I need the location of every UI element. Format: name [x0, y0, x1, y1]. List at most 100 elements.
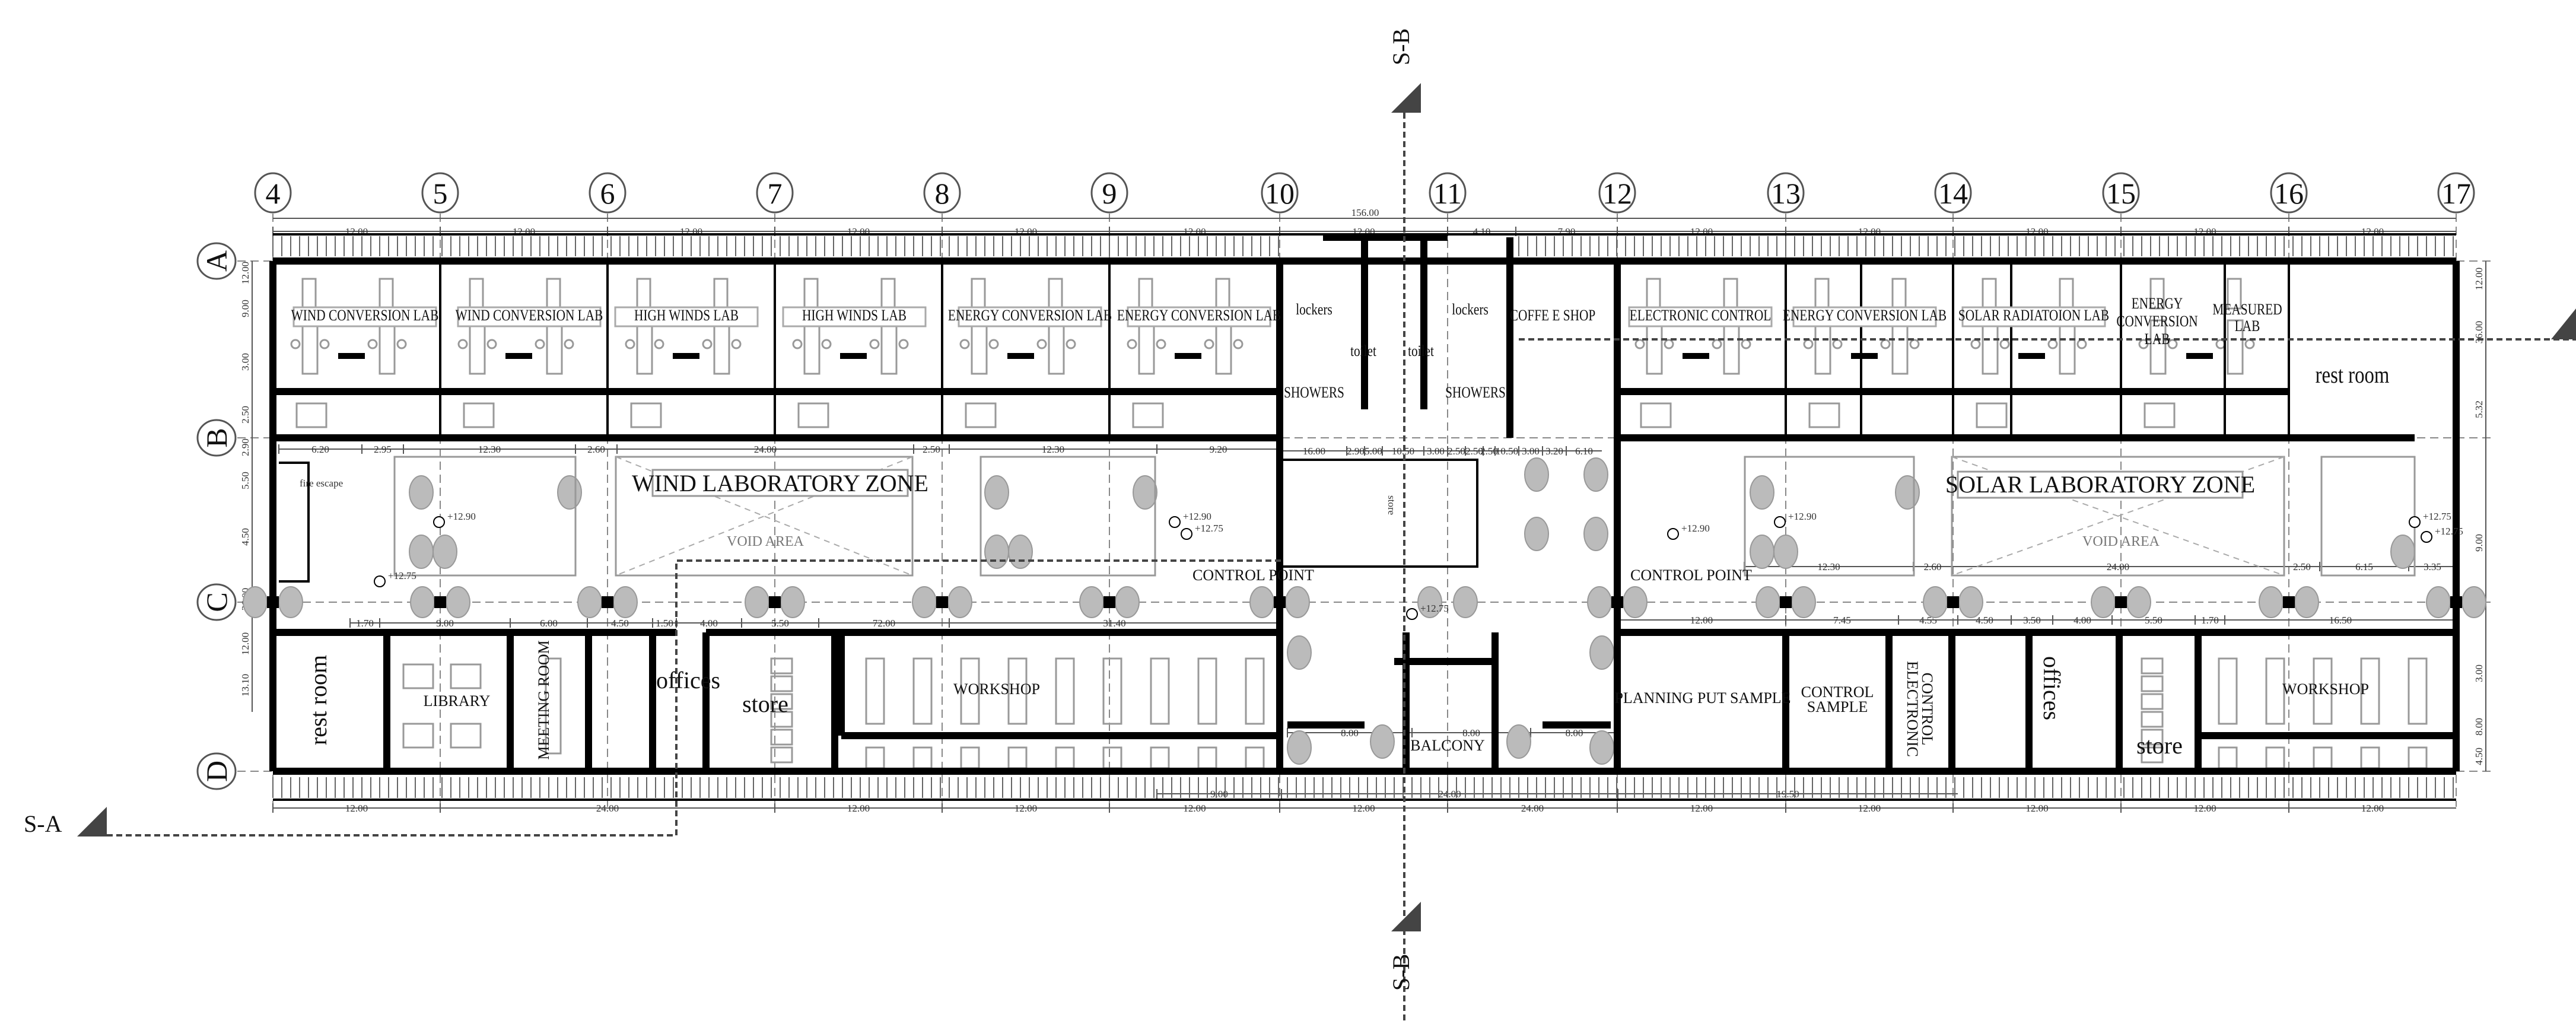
dimension-label: 10.50 — [1496, 446, 1518, 457]
dimension-label: 3.00 — [1522, 446, 1540, 457]
dimension-label: 12.00 — [1690, 226, 1713, 237]
room-label: ENERGY CONVERSION LAB — [1117, 307, 1281, 324]
dimension-label: 12.00 — [2025, 803, 2048, 814]
dimension-label: 12.00 — [2025, 226, 2048, 237]
dimension-label: 19.50 — [1776, 788, 1799, 800]
room-label: toilet — [1350, 343, 1376, 360]
level-label: +12.90 — [1788, 511, 1817, 522]
solar-laboratory-zone: SOLAR LABORATORY ZONE VOID AREA CONTROL … — [1386, 470, 2255, 584]
grid-bubble — [1429, 172, 1467, 214]
dimension-label: 4.10 — [1473, 226, 1491, 237]
dimension-label: 24.00 — [1438, 788, 1461, 800]
grid-column-label: 12 — [1602, 177, 1632, 210]
dimension-label: 2.50 — [1480, 446, 1498, 457]
dimension-label: 12.00 — [847, 803, 870, 814]
grid-bubble — [421, 172, 459, 214]
dimension-label: 24.00 — [754, 444, 777, 455]
dimension-label: 36.00 — [2473, 321, 2485, 343]
room-label: WIND CONVERSION LAB — [291, 307, 439, 324]
dimension-label: 12.00 — [1183, 226, 1206, 237]
dimension-label: 4.50 — [611, 618, 629, 629]
dimension-label: 1.70 — [356, 618, 374, 629]
room-label: lockers — [1296, 301, 1332, 318]
grid-bubble — [196, 242, 237, 280]
dimension-label: 8.00 — [1462, 727, 1480, 739]
room-label: MEASURED — [2212, 301, 2282, 318]
dimension-label: 3.20 — [1545, 446, 1563, 457]
dimension-label: 9.00 — [2473, 534, 2485, 552]
dimension-label: 12.00 — [1858, 803, 1881, 814]
room-label: offices — [656, 667, 720, 694]
grid-bubble — [254, 172, 292, 214]
grid-bubble — [1598, 172, 1636, 214]
section-arrow-icon — [2551, 308, 2576, 339]
dimension-label: 2.50 — [1465, 446, 1483, 457]
section-b-bottom-label: S-B — [1388, 954, 1414, 991]
level-marker-icon — [1169, 516, 1181, 528]
grid-column-label: 7 — [768, 177, 783, 210]
dimension-label: 6.15 — [2355, 561, 2373, 572]
grid-row-label: B — [200, 428, 233, 447]
courtyard-box — [615, 456, 914, 577]
grid-bubble — [1090, 172, 1128, 214]
grid-bubble — [2102, 172, 2140, 214]
grid-column-label: 5 — [433, 177, 448, 210]
section-a-label: S-A — [24, 810, 62, 837]
grid-column-label: 9 — [1102, 177, 1117, 210]
dimension-label: 4.00 — [2073, 615, 2091, 626]
dimension-label: 12.00 — [1690, 615, 1713, 626]
dimension-label: 12.00 — [2361, 226, 2384, 237]
grid-row-label: A — [200, 250, 233, 272]
level-label: +12.75 — [388, 570, 416, 581]
dimension-label: 12.00 — [240, 262, 251, 284]
room-label: WORKSHOP — [953, 680, 1040, 698]
grid-bubble — [1767, 172, 1805, 214]
dimension-label: 2.95 — [374, 444, 392, 455]
level-label: +12.75 — [1195, 523, 1223, 534]
dimension-label: 5.50 — [240, 472, 251, 489]
dimension-label: 8.00 — [2473, 718, 2485, 736]
core-store-label: store — [1386, 495, 1397, 515]
wind-laboratory-zone: WIND LABORATORY ZONE VOID AREA CONTROL P… — [300, 469, 1314, 584]
room-label: LAB — [2145, 331, 2170, 348]
dimension-label: 24.00 — [596, 803, 619, 814]
courtyard-box — [979, 456, 1156, 577]
dimension-label: 13.10 — [240, 674, 251, 696]
grid-bubble — [1934, 172, 1972, 214]
dimension-label: 8.00 — [1566, 727, 1583, 739]
level-label: +12.75 — [1420, 603, 1449, 614]
dimension-label: 2.90 — [240, 438, 251, 456]
dimension-label: 5.00 — [1365, 446, 1382, 457]
dimension-label: 12.30 — [1042, 444, 1064, 455]
room-label: ENERGY CONVERSION LAB — [948, 307, 1112, 324]
dimension-label: 12.00 — [345, 226, 368, 237]
room-label: lockers — [1452, 301, 1489, 318]
room-label: LAB — [2235, 318, 2260, 335]
room-label: offices — [2038, 656, 2065, 720]
dimension-label: 12.00 — [345, 803, 368, 814]
grid-bubble — [923, 172, 961, 214]
dimension-label: 12.00 — [680, 226, 702, 237]
section-arrow-icon — [1391, 902, 1421, 931]
dimension-label: 2.60 — [1924, 561, 1942, 572]
room-label: ENERGY CONVERSION LAB — [1783, 307, 1947, 324]
dimension-label: 9.00 — [1210, 788, 1228, 800]
room-label: ELECTRONIC — [1904, 661, 1921, 757]
control-point-label: CONTROL POINT — [1630, 567, 1752, 584]
level-marker-icon — [374, 575, 386, 587]
dimension-label: 2.50 — [1448, 446, 1465, 457]
wind-zone-label: WIND LABORATORY ZONE — [632, 470, 928, 497]
dimension-label: 3.00 — [240, 353, 251, 371]
grid-column-label: 14 — [1938, 177, 1968, 210]
level-marker-icon — [2409, 516, 2421, 528]
dimension-label: 1.50 — [656, 618, 673, 629]
dimension-label: 4.50 — [1976, 615, 1993, 626]
room-label: SOLAR RADIATOION LAB — [1958, 307, 2109, 324]
grid-column-label: 8 — [935, 177, 950, 210]
dimension-label: 10.50 — [1392, 446, 1414, 457]
overall-dimension: 156.00 — [1351, 207, 1379, 218]
level-marker-icon — [433, 516, 445, 528]
dimension-label: 6.20 — [311, 444, 329, 455]
courtyard-box — [1951, 456, 2285, 577]
